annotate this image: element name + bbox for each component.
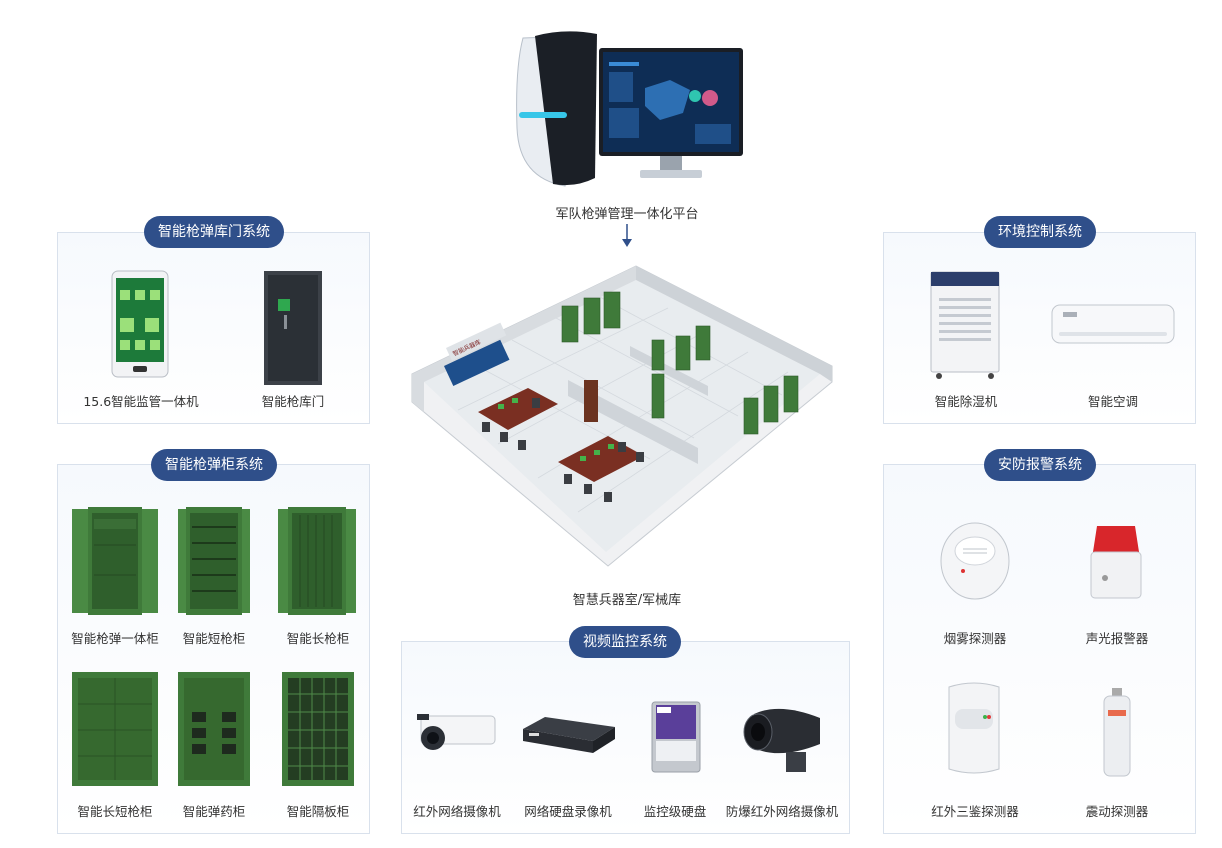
env-system-title: 环境控制系统: [984, 216, 1096, 248]
vibration-detector-image: [1102, 688, 1132, 778]
infrared-detector-image: [945, 681, 1003, 777]
cabinet-label-1: 智能短枪柜: [182, 631, 246, 646]
video-system-title: 视频监控系统: [569, 626, 681, 658]
video-item-label-0: 红外网络摄像机: [413, 804, 501, 819]
cabinet-label-3: 智能长短枪柜: [77, 804, 153, 819]
env-item-label-1: 智能空调: [1087, 394, 1139, 409]
security-system-panel: [883, 464, 1196, 834]
security-item-label-1: 声光报警器: [1085, 631, 1149, 646]
cabinet-image-2: [278, 505, 356, 617]
armory-label: 智慧兵器室/军械库: [572, 593, 682, 608]
nvr-image: [521, 715, 617, 757]
cabinet-image-0: [72, 505, 158, 617]
video-item-label-3: 防爆红外网络摄像机: [725, 804, 839, 819]
cabinet-image-5: [282, 670, 354, 788]
security-item-label-0: 烟雾探测器: [943, 631, 1007, 646]
video-item-label-2: 监控级硬盘: [643, 804, 707, 819]
hard-disk-image: [651, 701, 701, 773]
arrow-down-icon: [620, 224, 634, 248]
alarm-siren-image: [1085, 522, 1147, 602]
platform-computer-image: [505, 28, 745, 188]
cabinet-label-5: 智能隔板柜: [286, 804, 350, 819]
cabinet-label-2: 智能长枪柜: [286, 631, 350, 646]
security-item-label-2: 红外三鉴探测器: [931, 804, 1019, 819]
platform-label: 军队枪弹管理一体化平台: [555, 207, 699, 222]
gun-door-image: [264, 271, 322, 385]
security-item-label-3: 震动探测器: [1085, 804, 1149, 819]
ir-camera-image: [415, 712, 497, 756]
door-item-label-1: 智能枪库门: [261, 394, 325, 409]
cabinet-system-title: 智能枪弹柜系统: [151, 449, 277, 481]
cabinet-image-3: [72, 670, 158, 788]
cabinet-label-4: 智能弹药柜: [182, 804, 246, 819]
air-conditioner-image: [1051, 304, 1175, 346]
armory-room-image: 智能兵器库: [408, 262, 836, 570]
dehumidifier-image: [929, 270, 1001, 380]
smoke-detector-image: [937, 519, 1013, 603]
cabinet-image-4: [178, 670, 250, 788]
cabinet-label-0: 智能枪弹一体柜: [71, 631, 159, 646]
monitor-terminal-image: [111, 270, 169, 378]
env-item-label-0: 智能除湿机: [934, 394, 998, 409]
security-system-title: 安防报警系统: [984, 449, 1096, 481]
video-item-label-1: 网络硬盘录像机: [524, 804, 612, 819]
explosion-proof-camera-image: [740, 704, 824, 774]
cabinet-image-1: [178, 505, 250, 617]
door-system-title: 智能枪弹库门系统: [144, 216, 284, 248]
door-item-label-0: 15.6智能监管一体机: [83, 394, 199, 409]
